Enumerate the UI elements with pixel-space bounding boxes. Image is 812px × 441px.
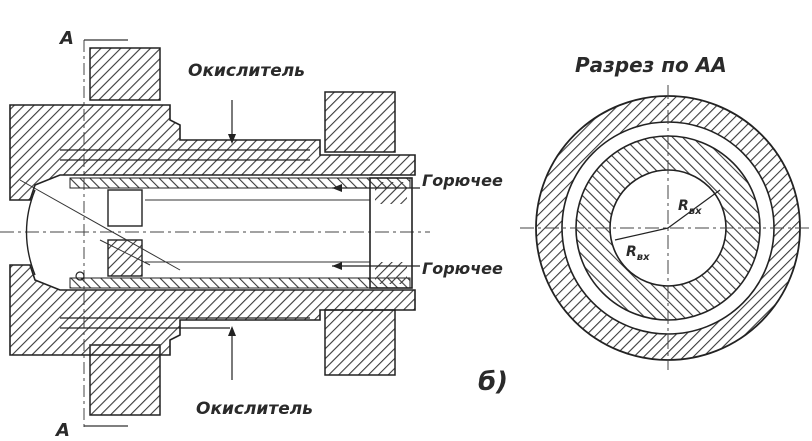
oxidizer-arrow-top-head	[228, 134, 236, 144]
fuel-label-bottom: Горючее	[422, 259, 503, 278]
fuel-label-top: Горючее	[422, 171, 503, 190]
fuel-arrow-top-head	[332, 184, 342, 192]
swirl-diagonal-2	[99, 239, 151, 266]
longitudinal-section	[0, 39, 430, 430]
inner-sleeve-lower	[69, 277, 411, 289]
lower-plate-right	[324, 309, 396, 376]
injector-body-lower	[9, 264, 416, 356]
swirl-diagonal	[19, 179, 181, 271]
section-marker-bottom: А	[54, 420, 70, 441]
oxidizer-label-bottom: Окислитель	[196, 399, 313, 419]
radius-inner-label: Rвх	[626, 244, 650, 263]
figure-label: б)	[478, 367, 508, 397]
fuel-arrow-bottom-head	[332, 262, 342, 270]
hole-marker-lower	[75, 271, 85, 281]
swirl-insert-upper	[107, 189, 143, 227]
oxidizer-label-top: Окислитель	[188, 61, 305, 81]
lower-plate-left	[89, 344, 161, 416]
section-title: Разрез по АА	[575, 53, 727, 77]
nozzle-tip-upper-hatch	[375, 182, 407, 204]
nozzle-tip-lower-hatch	[375, 262, 407, 284]
inner-sleeve-upper	[69, 177, 411, 189]
nozzle-tip	[369, 177, 413, 289]
cross-section-aa	[520, 85, 812, 370]
radius-outer-label: Rвх	[678, 198, 702, 217]
upper-plate-left	[89, 47, 161, 101]
section-marker-top: А	[58, 28, 74, 49]
upper-plate-right	[324, 91, 396, 153]
injector-body-upper	[9, 104, 416, 201]
radius-line-inner	[614, 227, 669, 241]
oxidizer-arrow-bottom-head	[228, 326, 236, 336]
radius-line-outer	[667, 189, 721, 229]
left-nose-arc	[25, 189, 36, 276]
